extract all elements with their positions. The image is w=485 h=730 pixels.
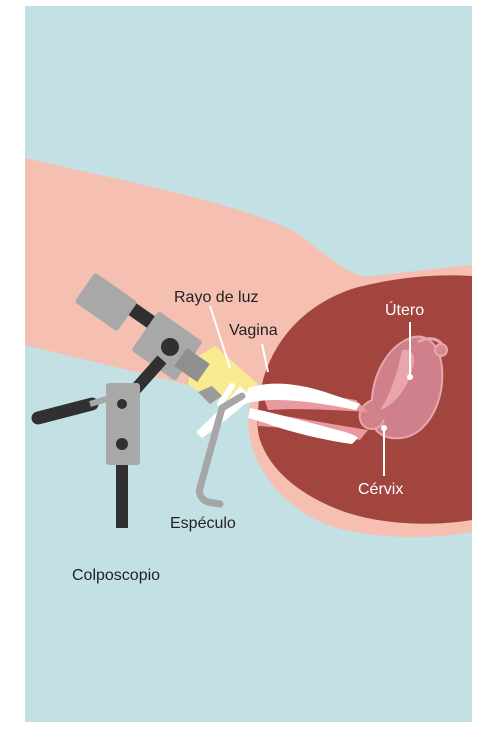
leader-uterus-dot — [407, 374, 413, 380]
label-colposcope: Colposcopio — [72, 567, 160, 584]
colposcope-clamp — [106, 383, 140, 465]
ovary — [435, 344, 447, 356]
label-vagina: Vagina — [229, 322, 278, 339]
colposcope-lens — [161, 338, 179, 356]
label-cervix: Cérvix — [358, 481, 403, 498]
label-speculum: Espéculo — [170, 515, 236, 532]
label-uterus: Útero — [385, 300, 424, 319]
clamp-knob-top — [117, 399, 127, 409]
colposcope-pole — [116, 462, 128, 528]
label-light-beam: Rayo de luz — [174, 289, 259, 306]
leader-cervix-dot — [381, 425, 387, 431]
clamp-knob-bottom — [116, 438, 128, 450]
